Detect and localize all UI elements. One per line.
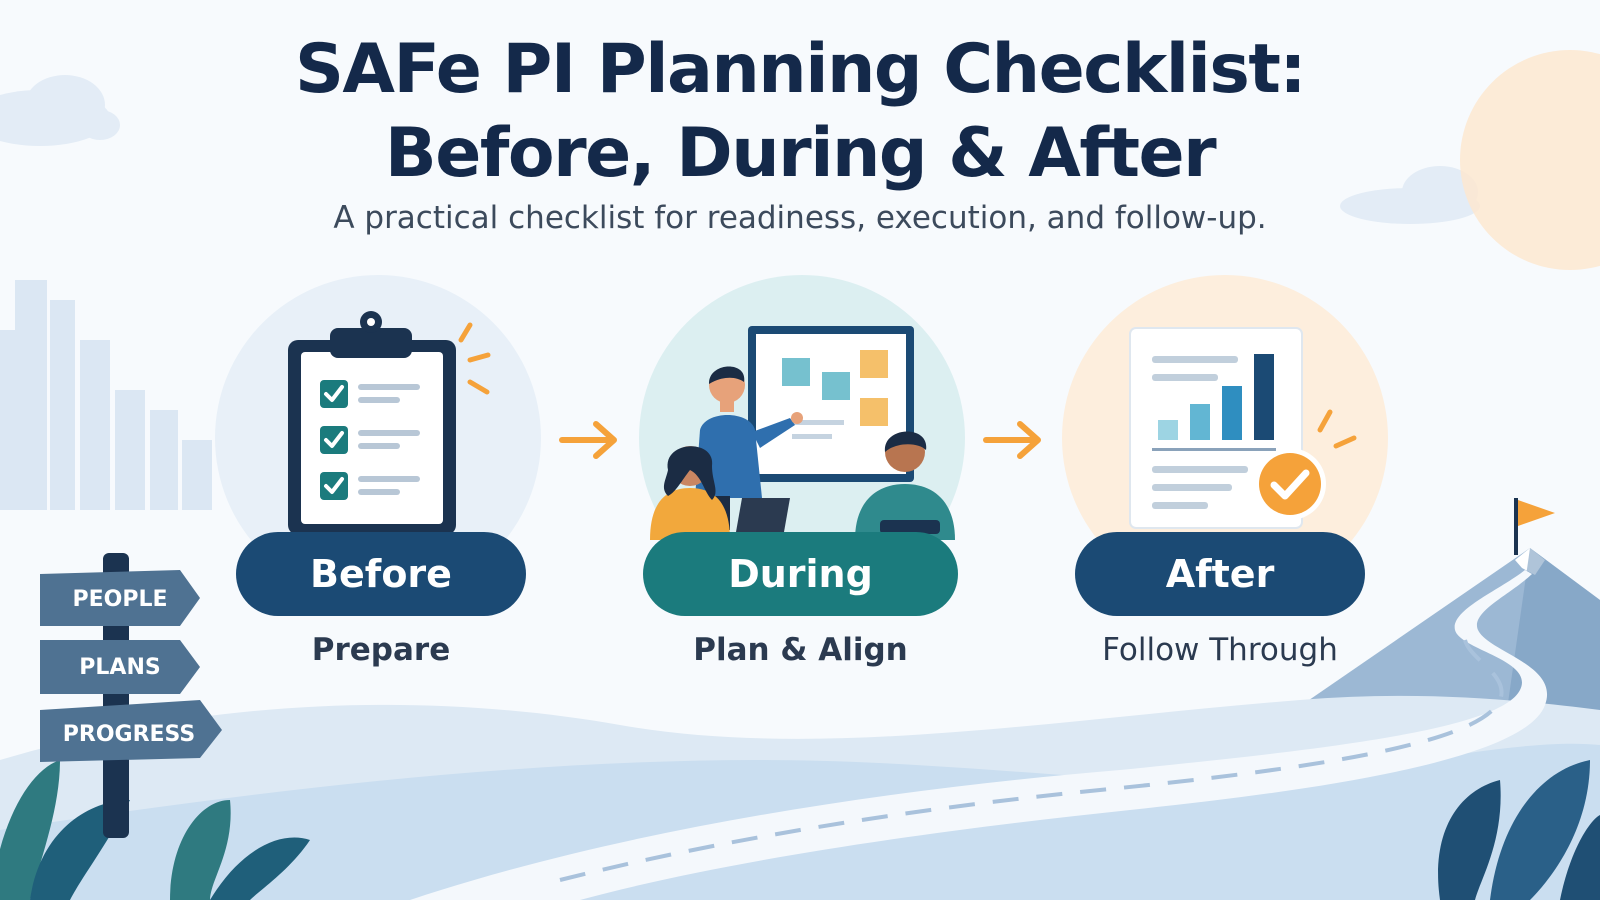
stage-label-plan-align: Plan & Align: [693, 632, 908, 668]
arrow-right-icon: [559, 421, 617, 459]
stage-label-prepare: Prepare: [311, 632, 451, 668]
cloud-left: [0, 75, 120, 146]
signpost-label: PLANS: [79, 655, 160, 680]
flag-icon: [1514, 498, 1555, 555]
cloud-right: [1340, 166, 1480, 224]
team-planning-board-icon: [650, 326, 955, 540]
sun: [1460, 50, 1600, 270]
stage-pill-before: Before: [236, 532, 526, 616]
page-title: SAFe PI Planning Checklist:: [294, 30, 1307, 109]
report-chart-check-icon: [1129, 327, 1357, 529]
signpost-board: PLANS: [40, 640, 200, 694]
city-skyline: [0, 280, 212, 510]
road: [410, 570, 1548, 900]
page-title-line-2: Before, During & After: [384, 114, 1217, 193]
signpost-label: PEOPLE: [72, 587, 167, 612]
stage-pill-after: After: [1075, 532, 1365, 616]
signpost-board: PEOPLE: [40, 570, 200, 626]
clipboard-checklist-icon: [288, 311, 491, 535]
signpost-label: PROGRESS: [63, 722, 196, 747]
page-subtitle: A practical checklist for readiness, exe…: [333, 200, 1267, 236]
signpost-board: PROGRESS: [40, 700, 222, 762]
foliage-right: [1438, 760, 1600, 900]
stage-pill-during: During: [643, 532, 958, 616]
stage-label-follow-through: Follow Through: [1102, 632, 1338, 668]
arrow-right-icon: [983, 421, 1041, 459]
